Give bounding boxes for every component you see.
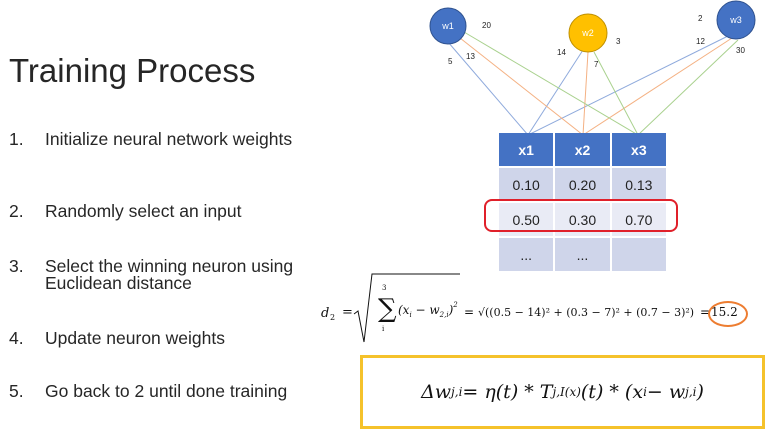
equals-sign: = bbox=[464, 305, 474, 319]
equals-sign: = bbox=[700, 305, 710, 319]
distance-lhs: d bbox=[321, 306, 329, 321]
table-cell: 0.20 bbox=[555, 168, 612, 201]
edge-x3-w2 bbox=[593, 51, 639, 136]
weight-label: 12 bbox=[696, 37, 705, 46]
weight-label: 13 bbox=[466, 52, 475, 61]
table-header-cell: x3 bbox=[611, 133, 666, 166]
weight-label: 30 bbox=[736, 46, 745, 55]
summation-icon: ∑ bbox=[378, 294, 397, 324]
step-text: Randomly select an input bbox=[45, 201, 242, 221]
step-text: Initialize neural network weights bbox=[45, 129, 293, 149]
sum-upper-limit: 3 bbox=[382, 284, 386, 292]
radical-icon bbox=[353, 273, 460, 343]
step-number: 3. bbox=[9, 256, 24, 276]
slide-title: Training Process bbox=[9, 52, 256, 89]
table-cell: ... bbox=[499, 238, 556, 271]
formula-sub: i bbox=[643, 385, 647, 399]
formula-part: ) bbox=[696, 381, 704, 403]
weight-label: 5 bbox=[448, 57, 453, 66]
edge-x2-w3 bbox=[582, 37, 733, 136]
table-cell: ... bbox=[555, 238, 612, 271]
table-header-cell: x2 bbox=[555, 133, 612, 166]
distance-formula: d 2 = ∑ 3 i (xi − w2,i)2 = √((0.5 − 14)²… bbox=[321, 273, 738, 343]
result-highlight-circle bbox=[708, 301, 748, 327]
neuron-w2-label: w2 bbox=[581, 28, 594, 38]
step-number: 1. bbox=[9, 129, 24, 149]
step-number: 2. bbox=[9, 201, 24, 221]
edge-x2-w2 bbox=[582, 51, 589, 136]
distance-expansion: √((0.5 − 14)² + (0.3 − 7)² + (0.7 − 3)²) bbox=[478, 306, 694, 319]
formula-sub: j,i bbox=[451, 385, 463, 399]
neuron-w3 bbox=[716, 0, 756, 40]
equals-sign: = bbox=[342, 305, 353, 320]
step-text: Select the winning neuron using Euclidea… bbox=[45, 256, 294, 293]
weight-label: 2 bbox=[698, 14, 703, 23]
neuron-w2 bbox=[568, 13, 608, 53]
table-row: ... ... bbox=[499, 238, 666, 273]
table-cell: 0.10 bbox=[499, 168, 556, 201]
table-row: 0.10 0.20 0.13 bbox=[499, 168, 666, 203]
distance-lhs-subscript: 2 bbox=[330, 313, 335, 322]
table-cell bbox=[611, 238, 666, 271]
step-number: 4. bbox=[9, 328, 24, 348]
formula-part: = η(t) * T bbox=[462, 381, 553, 403]
edge-x3-w1 bbox=[463, 31, 639, 136]
step-number: 5. bbox=[9, 381, 24, 401]
neuron-w1-label: w1 bbox=[441, 21, 454, 31]
table-header-row: x1 x2 x3 bbox=[499, 133, 666, 168]
step-text: Update neuron weights bbox=[45, 328, 225, 348]
edge-x3-w3 bbox=[637, 39, 739, 136]
formula-sub: j,I(x) bbox=[552, 385, 581, 399]
sum-lower-limit: i bbox=[382, 325, 385, 333]
weight-label: 20 bbox=[482, 21, 491, 30]
edge-x1-w1 bbox=[447, 41, 529, 136]
selected-input-highlight bbox=[484, 199, 678, 232]
table-cell: 0.13 bbox=[611, 168, 666, 201]
table-header-cell: x1 bbox=[499, 133, 556, 166]
formula-part: (t) * (x bbox=[580, 381, 644, 403]
network-edges bbox=[447, 31, 739, 136]
sum-term: (xi − w2,i)2 bbox=[398, 301, 458, 319]
neuron-w3-label: w3 bbox=[729, 15, 742, 25]
weight-label: 7 bbox=[594, 60, 599, 69]
formula-part: − w bbox=[646, 381, 686, 403]
edge-x2-w1 bbox=[459, 37, 584, 136]
weight-label: 14 bbox=[557, 48, 566, 57]
edge-x1-w2 bbox=[527, 49, 584, 136]
neuron-w1 bbox=[429, 7, 467, 45]
weight-label: 3 bbox=[616, 37, 621, 46]
formula-sub: j,i bbox=[685, 385, 697, 399]
formula-part: Δw bbox=[421, 381, 452, 403]
step-text: Go back to 2 until done training bbox=[45, 381, 288, 401]
